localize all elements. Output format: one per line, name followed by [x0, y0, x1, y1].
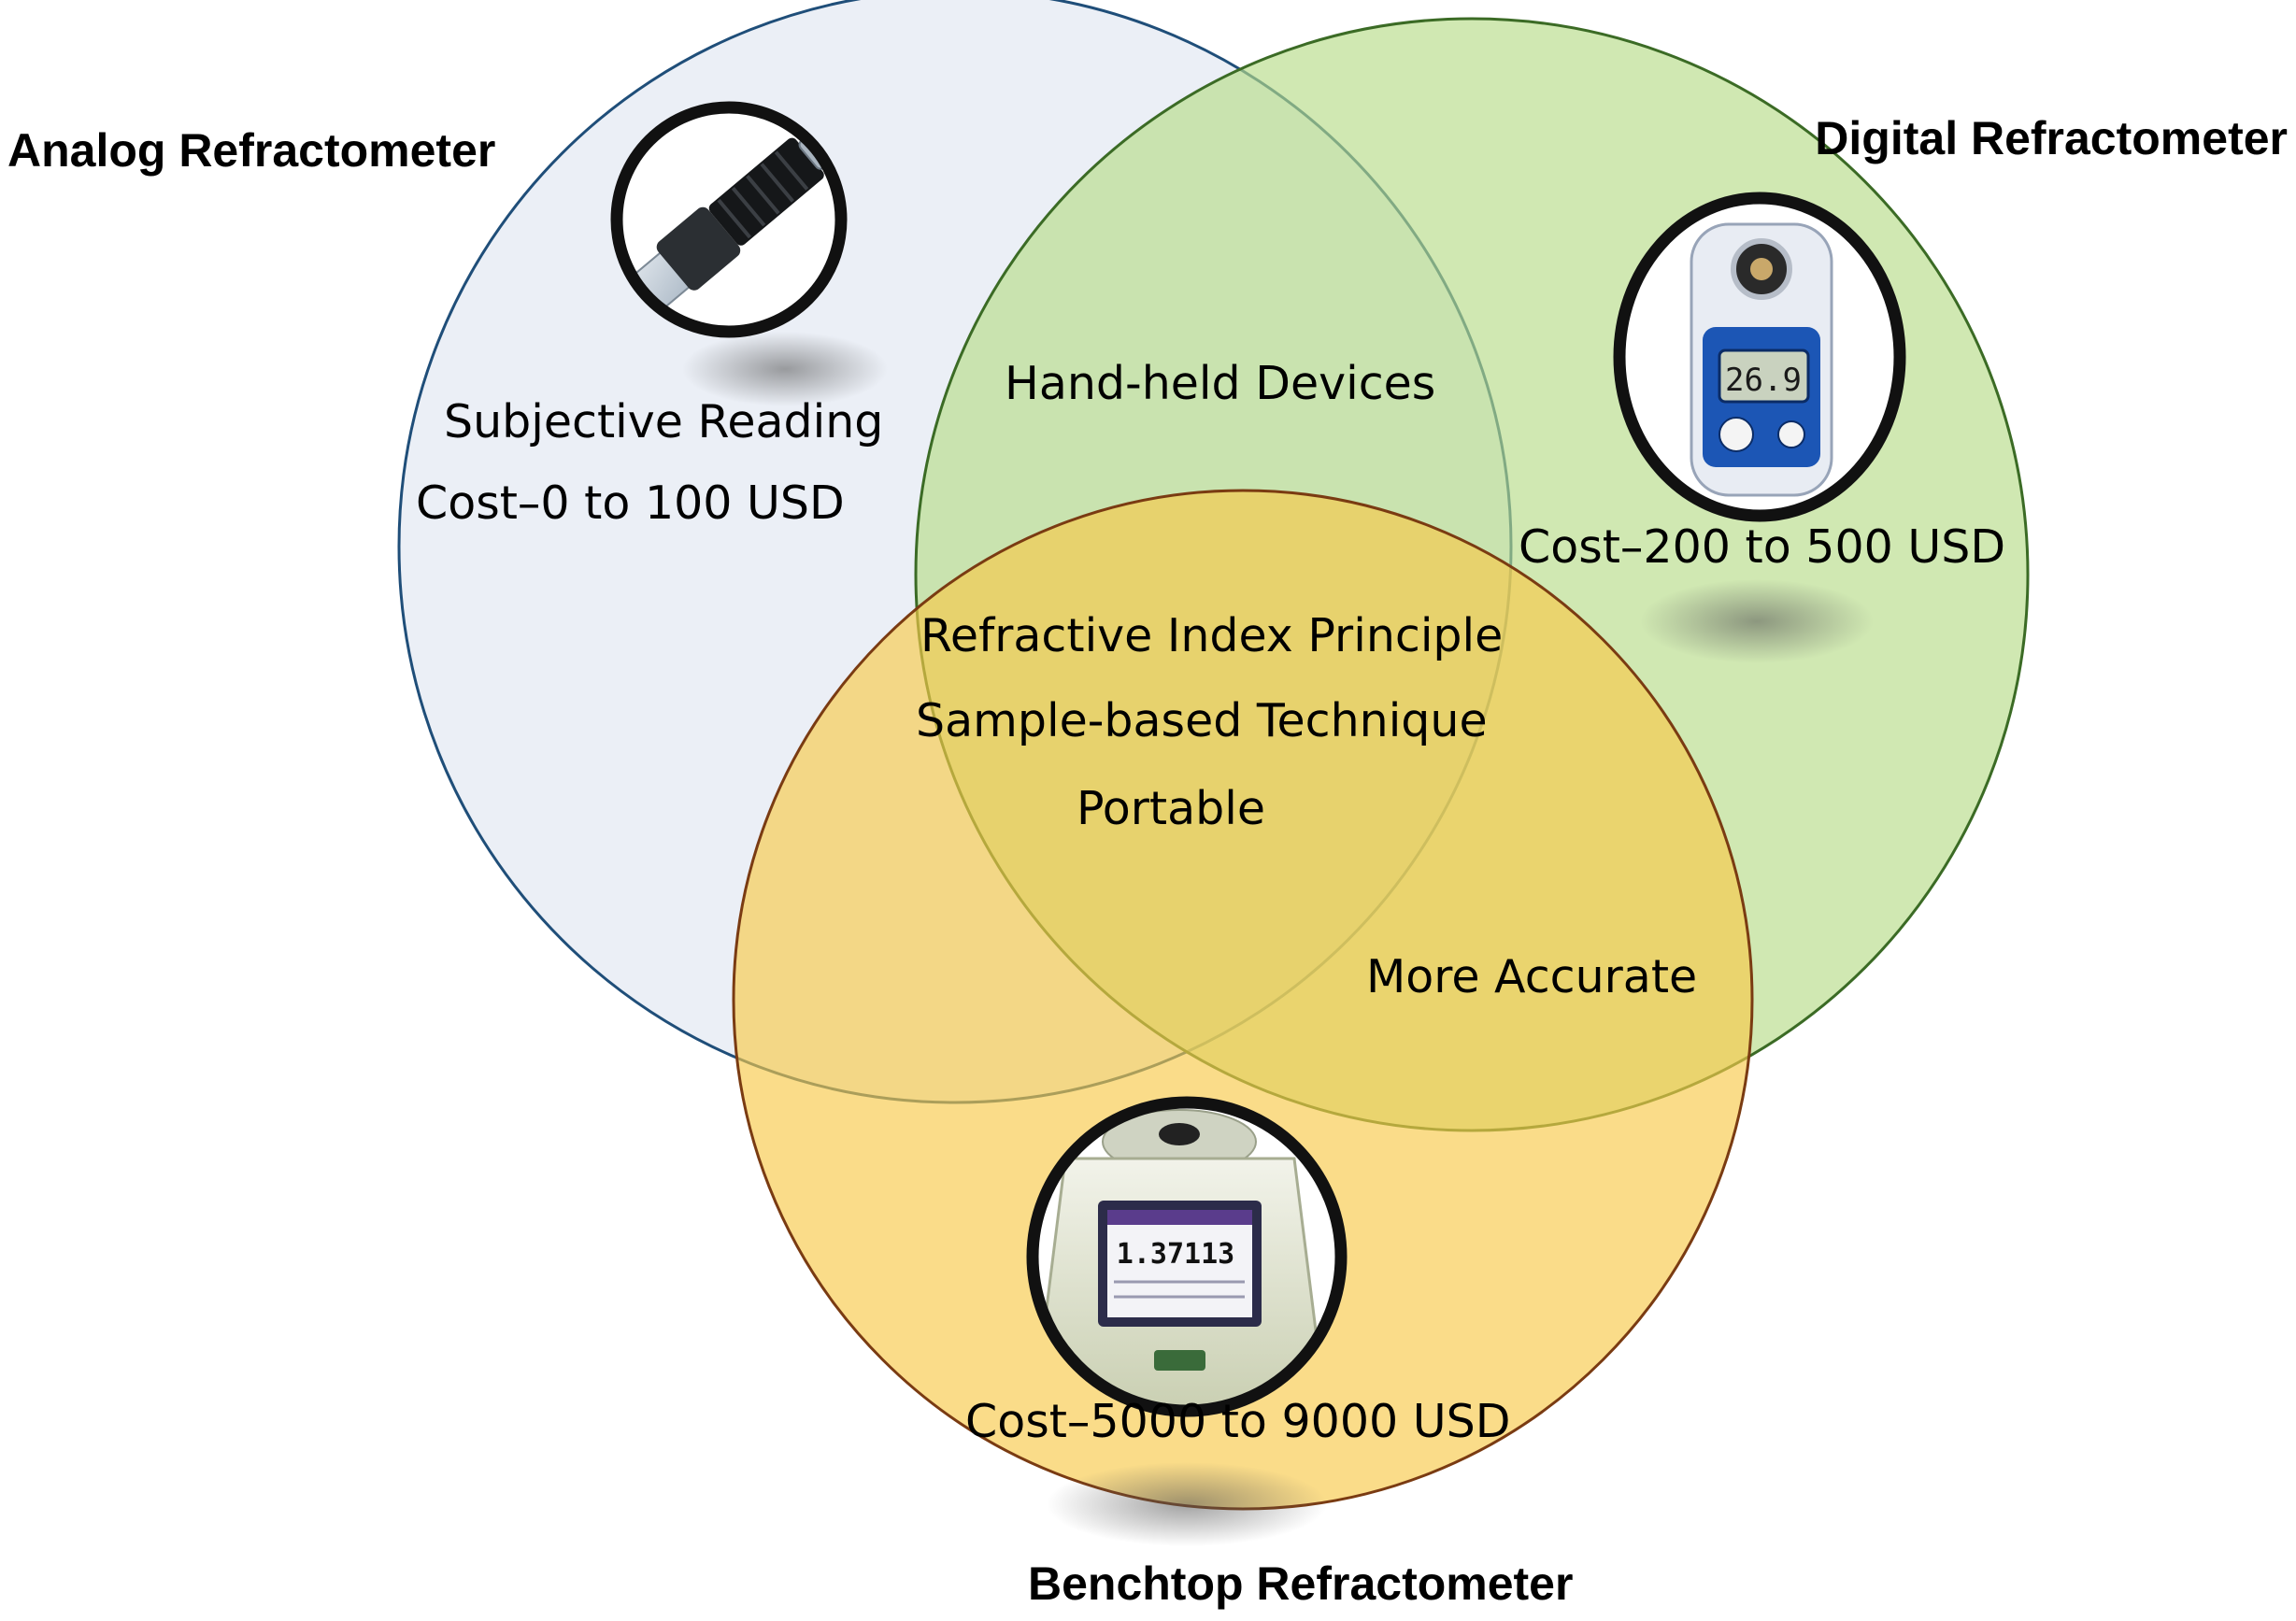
overlap-hand-held-devices: Hand-held Devices [1005, 357, 1435, 410]
analog-title: Analog Refractometer [7, 124, 495, 177]
benchtop-title: Benchtop Refractometer [1028, 1557, 1573, 1610]
overlap-sample-based-technique: Sample-based Technique [916, 694, 1488, 747]
analog-cost: Cost–0 to 100 USD [416, 476, 845, 530]
overlap-portable: Portable [1077, 782, 1265, 835]
digital-title: Digital Refractometer [1815, 112, 2288, 164]
digital-refractometer-photo: 26.9 [1613, 192, 1906, 522]
analog-photo-shadow [682, 332, 888, 406]
benchtop-photo-shadow [1047, 1462, 1327, 1546]
digital-cost: Cost–200 to 500 USD [1519, 520, 2005, 574]
benchtop-refractometer-photo: 1.37113 [1026, 1096, 1348, 1417]
digital-display-reading: 26.9 [1725, 362, 1802, 399]
analog-subjective-reading: Subjective Reading [444, 395, 883, 448]
benchtop-display-reading: 1.37113 [1117, 1238, 1234, 1271]
overlap-refractive-index-principle: Refractive Index Principle [920, 609, 1503, 662]
overlap-more-accurate: More Accurate [1366, 950, 1697, 1003]
analog-refractometer-photo [610, 101, 848, 338]
benchtop-cost: Cost–5000 to 9000 USD [965, 1395, 1510, 1448]
digital-photo-shadow [1640, 579, 1874, 663]
